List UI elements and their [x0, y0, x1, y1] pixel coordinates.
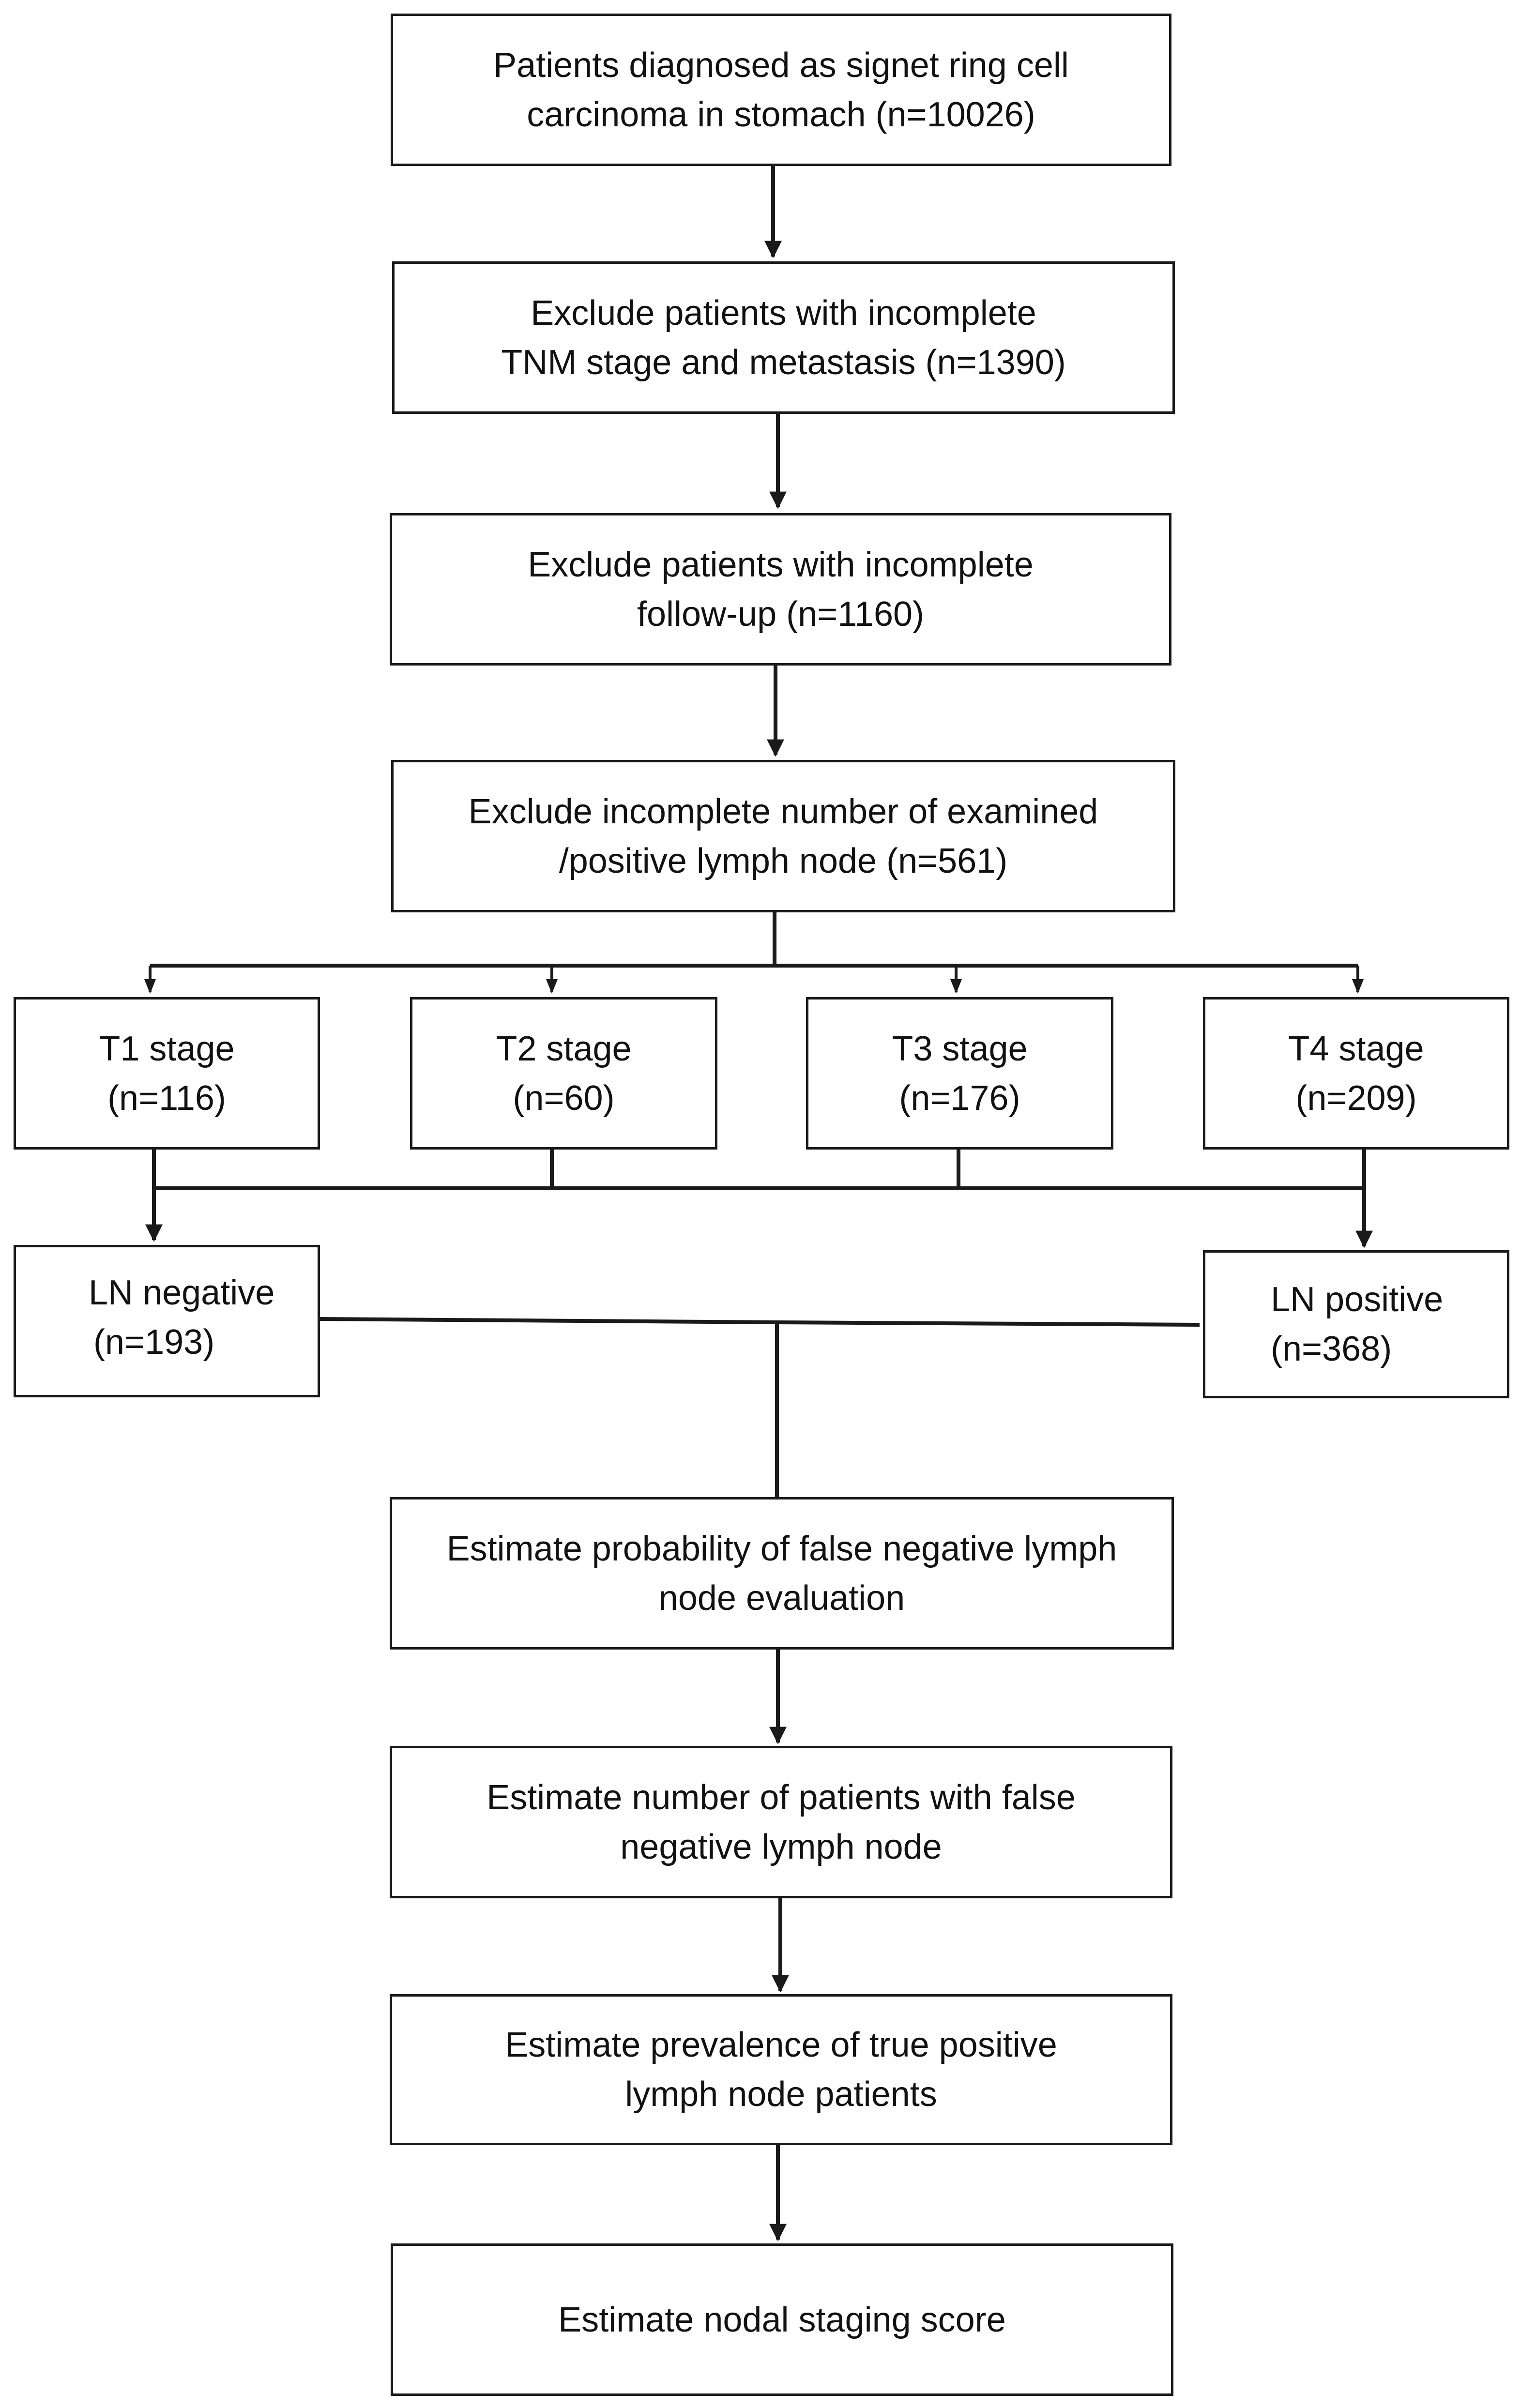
node-t2-line2: (n=60) — [513, 1078, 615, 1118]
node-estimate-prevalence-line2: lymph node patients — [625, 2075, 937, 2114]
node-ln-negative-line1: LN negative — [89, 1273, 275, 1312]
node-exclude-followup-line2: follow-up (n=1160) — [637, 594, 924, 634]
node-estimate-prevalence-line1: Estimate prevalence of true positive — [505, 2026, 1057, 2064]
connector-ln-right — [776, 1320, 1200, 1327]
node-t3-line2: (n=176) — [899, 1078, 1020, 1118]
node-estimate-probability-line2: node evaluation — [658, 1578, 905, 1618]
node-estimate-number-line2: negative lymph node — [620, 1827, 942, 1866]
node-ln-negative: LN negative (n=193) — [14, 1245, 320, 1397]
node-estimate-score-line1: Estimate nodal staging score — [558, 2300, 1006, 2339]
node-t2-line1: T2 stage — [496, 1029, 632, 1068]
node-t1: T1 stage (n=116) — [14, 997, 320, 1150]
node-exclude-tnm: Exclude patients with incomplete TNM sta… — [392, 261, 1175, 414]
node-diagnosed-line2: carcinoma in stomach (n=10026) — [527, 95, 1035, 134]
node-estimate-probability: Estimate probability of false negative l… — [390, 1497, 1174, 1650]
node-t4-line2: (n=209) — [1295, 1078, 1417, 1118]
node-t3: T3 stage (n=176) — [806, 997, 1113, 1150]
node-exclude-ln-line1: Exclude incomplete number of examined — [468, 792, 1098, 831]
node-ln-positive: LN positive (n=368) — [1203, 1250, 1509, 1398]
node-estimate-probability-line1: Estimate probability of false negative l… — [446, 1529, 1117, 1568]
node-estimate-score: Estimate nodal staging score — [391, 2243, 1173, 2396]
node-estimate-number-line1: Estimate number of patients with false — [487, 1778, 1076, 1817]
node-t2: T2 stage (n=60) — [410, 997, 717, 1150]
node-ln-negative-line2: (n=193) — [93, 1323, 215, 1362]
node-exclude-tnm-line1: Exclude patients with incomplete — [531, 293, 1036, 333]
node-t3-line1: T3 stage — [892, 1029, 1028, 1068]
node-exclude-followup-line1: Exclude patients with incomplete — [528, 545, 1034, 584]
node-estimate-prevalence: Estimate prevalence of true positive lym… — [390, 1994, 1172, 2145]
node-t1-line2: (n=116) — [107, 1078, 226, 1118]
node-t1-line1: T1 stage — [99, 1029, 235, 1068]
node-estimate-number: Estimate number of patients with false n… — [390, 1746, 1172, 1898]
node-diagnosed-line1: Patients diagnosed as signet ring cell — [493, 45, 1069, 85]
node-ln-positive-line2: (n=368) — [1271, 1330, 1392, 1368]
node-t4-line1: T4 stage — [1288, 1029, 1424, 1068]
node-diagnosed: Patients diagnosed as signet ring cell c… — [391, 14, 1171, 166]
node-exclude-ln: Exclude incomplete number of examined /p… — [391, 760, 1175, 912]
node-ln-positive-line1: LN positive — [1271, 1280, 1444, 1319]
node-exclude-followup: Exclude patients with incomplete follow-… — [390, 513, 1171, 666]
node-exclude-ln-line2: /positive lymph node (n=561) — [559, 841, 1008, 880]
node-exclude-tnm-line2: TNM stage and metastasis (n=1390) — [501, 343, 1066, 382]
node-t4: T4 stage (n=209) — [1203, 997, 1509, 1150]
connector-ln-left — [318, 1317, 777, 1324]
